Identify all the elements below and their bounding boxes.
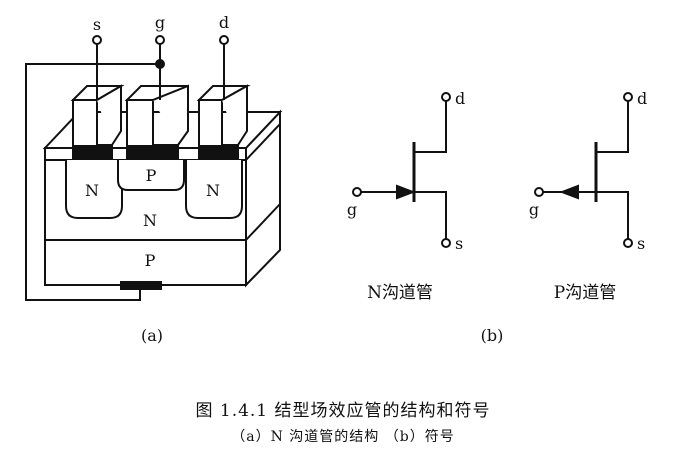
terminal-d-pin — [219, 35, 229, 45]
p-channel-s-label: s — [637, 234, 645, 253]
n-channel-arrow-icon — [396, 184, 416, 200]
terminal-s-pin — [92, 35, 102, 45]
region-n-right-label: N — [206, 181, 220, 200]
structure-sublabel: (a) — [141, 326, 163, 345]
region-p-gate-label: P — [146, 166, 157, 185]
p-channel-name: P沟道管 — [554, 283, 616, 303]
figure-caption-subtitle: （a）N 沟道管的结构 （b）符号 — [231, 429, 455, 445]
jfet-structure-terminals — [92, 35, 229, 69]
gate-junction-dot — [155, 59, 165, 69]
region-p-substrate-label: P — [145, 251, 156, 270]
p-channel-g-label: g — [529, 200, 539, 219]
terminal-d-label: d — [219, 13, 229, 32]
jfet-structure-labels: s g d N P N N P (a) — [85, 13, 229, 345]
n-channel-d-label: d — [455, 89, 465, 108]
n-channel-g-label: g — [347, 200, 357, 219]
n-channel-labels: d g s N沟道管 — [347, 89, 465, 303]
figure-caption-title: 图 1.4.1 结型场效应管的结构和符号 — [195, 401, 491, 421]
p-channel-symbol — [534, 92, 633, 248]
symbols-sublabel: (b) — [481, 326, 504, 345]
n-channel-symbol — [352, 92, 451, 248]
terminal-s-label: s — [93, 15, 101, 34]
n-channel-s-label: s — [455, 234, 463, 253]
terminal-g-label: g — [155, 13, 165, 32]
n-channel-name: N沟道管 — [367, 283, 433, 303]
p-channel-labels: d g s P沟道管 — [529, 89, 647, 303]
p-channel-arrow-icon — [559, 184, 579, 200]
jfet-structure-diagram — [25, 43, 283, 301]
terminal-g-pin — [155, 35, 165, 45]
p-channel-d-label: d — [637, 89, 647, 108]
region-n-left-label: N — [85, 181, 99, 200]
region-n-body-label: N — [143, 211, 157, 230]
